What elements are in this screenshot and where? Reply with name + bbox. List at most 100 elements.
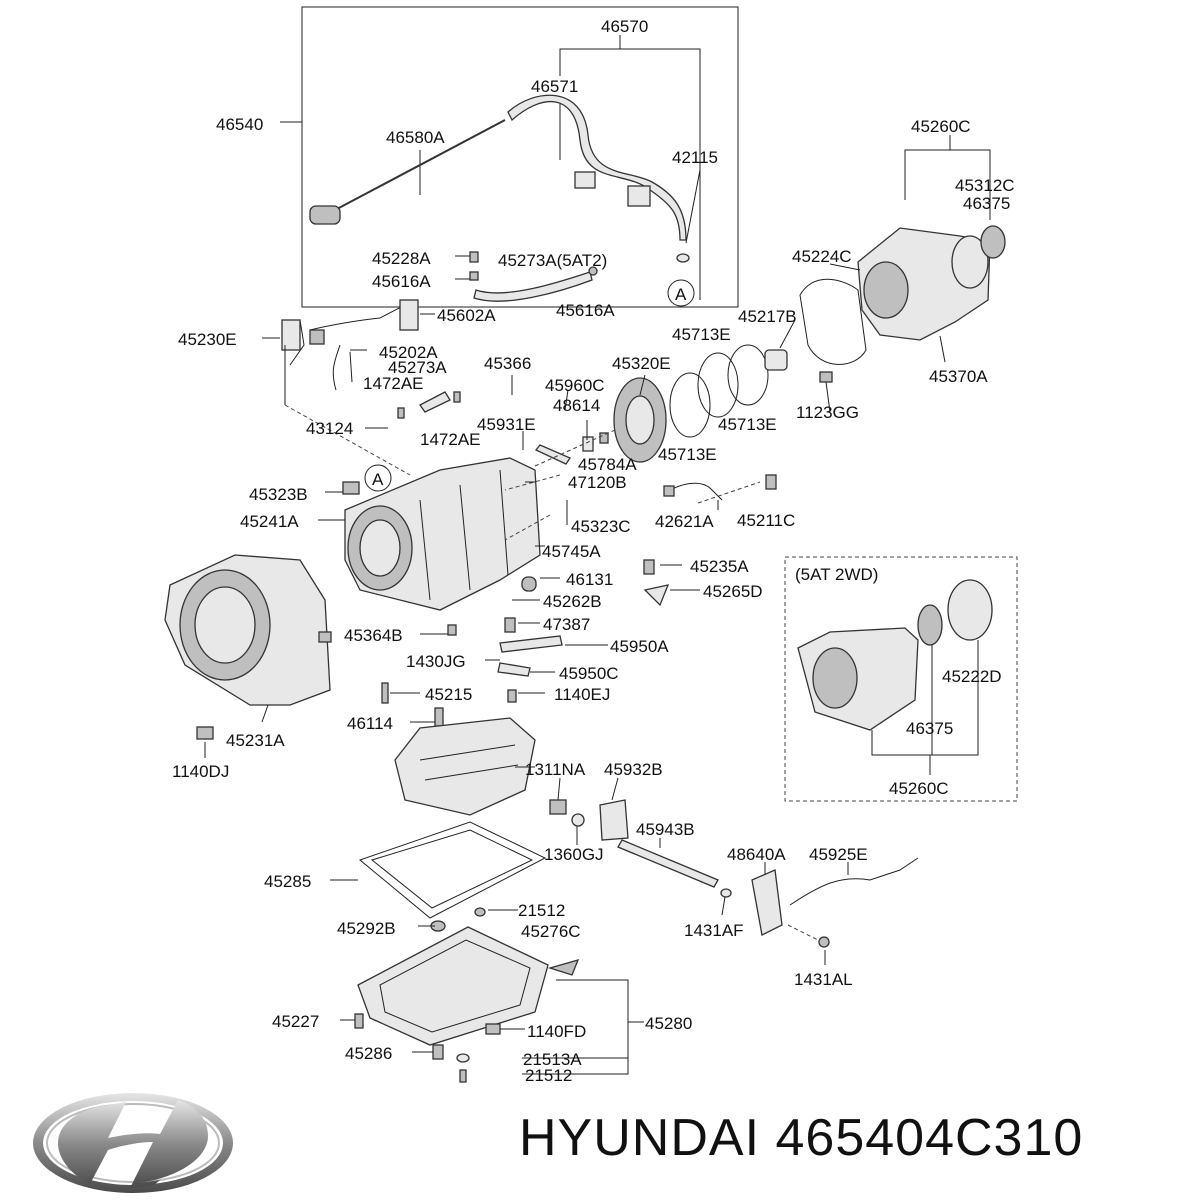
dipstick-tube-bracket [574,171,596,189]
label-47120b: 47120B [568,473,627,492]
label-1472ae-b: 1472AE [420,430,481,449]
label-45366: 45366 [484,354,531,373]
label-46540: 46540 [216,115,263,134]
label-45602a: 45602A [437,306,496,325]
label-45285: 45285 [264,872,311,891]
label-45273a: 45273A [388,358,447,377]
label-21512-a: 21512 [518,901,565,920]
dipstick-o-ring [676,253,690,263]
label-45202a: 45202A [379,343,438,362]
label-45616a-right: 45616A [556,301,615,320]
marker-a-top-label: A [675,285,687,304]
dipstick-tube [507,94,687,241]
label-45960c: 45960C [545,376,605,395]
label-1431af: 1431AF [684,921,744,940]
hyundai-logo [33,1093,233,1193]
plate-45265d [643,584,670,607]
oil-hose [473,271,593,302]
label-43124: 43124 [306,419,353,438]
seal-ring-3 [727,344,769,406]
dipstick-handle [309,205,341,225]
label-1472ae-a: 1472AE [363,374,424,393]
label-45227: 45227 [272,1012,319,1031]
manual-lever [499,635,563,653]
label-45312c: 45312C [955,176,1015,195]
label-45713e-c: 45713E [658,445,717,464]
label-45931e: 45931E [477,415,536,434]
label-1140dj: 1140DJ [172,762,229,781]
label-45273a-5at2: 45273A(5AT2) [498,251,607,270]
detent-spring [497,662,531,677]
label-45280: 45280 [645,1014,692,1033]
label-45286: 45286 [345,1044,392,1063]
label-42115: 42115 [672,148,718,167]
marker-a-case-label: A [372,470,384,489]
label-1431al: 1431AL [794,970,853,989]
label-45260c-inset: 45260C [889,779,949,798]
label-45745a: 45745A [542,542,601,561]
part-number: 465404C310 [775,1109,1084,1167]
extension-oil-seal [980,225,1006,259]
label-21513a: 21513A [523,1050,582,1069]
label-46375-top: 46375 [963,194,1010,213]
label-47387: 47387 [543,615,590,634]
label-1140fd: 1140FD [527,1022,586,1041]
brand-name: HYUNDAI [519,1109,761,1167]
label-48614: 48614 [553,396,600,415]
marker-a-top [667,279,695,307]
label-45211c: 45211C [737,511,795,530]
breather-pipe [419,391,451,413]
label-48640a: 48640A [727,845,786,864]
seal-ring-2 [697,352,739,418]
dipstick-group-box [301,6,739,308]
label-45320e: 45320E [612,354,671,373]
label-45276c: 45276C [521,922,581,941]
oil-pan-gasket [358,821,547,919]
inset-dust-cover [947,579,993,641]
label-45292b: 45292B [337,919,396,938]
label-1140ej: 1140EJ [554,685,610,704]
label-45925e: 45925E [809,845,868,864]
label-45215: 45215 [425,685,472,704]
label-45713e-a: 45713E [672,325,731,344]
label-1430jg: 1430JG [406,652,466,671]
speed-sensor-harness [669,482,723,501]
label-45231a: 45231A [226,731,285,750]
label-45713e-b: 45713E [718,415,777,434]
label-45222d: 45222D [942,667,1002,686]
wiring-harness [289,304,416,391]
label-46580a: 46580A [386,128,445,147]
oil-pan-gasket-inner [370,829,534,909]
dipstick-tube-bracket-lower [627,185,651,207]
label-45323c: 45323C [571,517,631,536]
label-45228a: 45228A [372,249,431,268]
label-1311na: 1311NA [525,760,586,779]
label-45950c: 45950C [559,664,619,683]
valve-body [394,717,536,816]
label-42621a: 42621A [655,512,714,531]
label-45932b: 45932B [604,760,663,779]
label-46571: 46571 [531,77,578,96]
label-46375-inset: 46375 [906,719,953,738]
seal-ring-1 [669,372,711,438]
label-1123gg: 1123GG [796,403,859,422]
label-1360gj: 1360GJ [544,845,604,864]
label-21512-b: 21512 [525,1066,572,1085]
brand-part-number-caption: HYUNDAI 465404C310 [519,1108,1083,1168]
shift-cable [789,857,919,906]
oil-pan-magnet [547,959,580,976]
label-45616a-left: 45616A [372,272,431,291]
label-45323b: 45323B [249,485,308,504]
manual-shaft [617,839,719,888]
label-46570: 46570 [601,17,648,36]
inset-oil-seal [917,604,943,646]
selector-lever [751,869,783,936]
marker-a-case [364,464,392,492]
label-45260c-top: 45260C [911,117,971,136]
dipstick-level-gauge [319,119,506,219]
label-45230e: 45230E [178,330,237,349]
label-45217b: 45217B [738,307,797,326]
label-46131: 46131 [566,570,613,589]
detent-lever [534,444,571,465]
